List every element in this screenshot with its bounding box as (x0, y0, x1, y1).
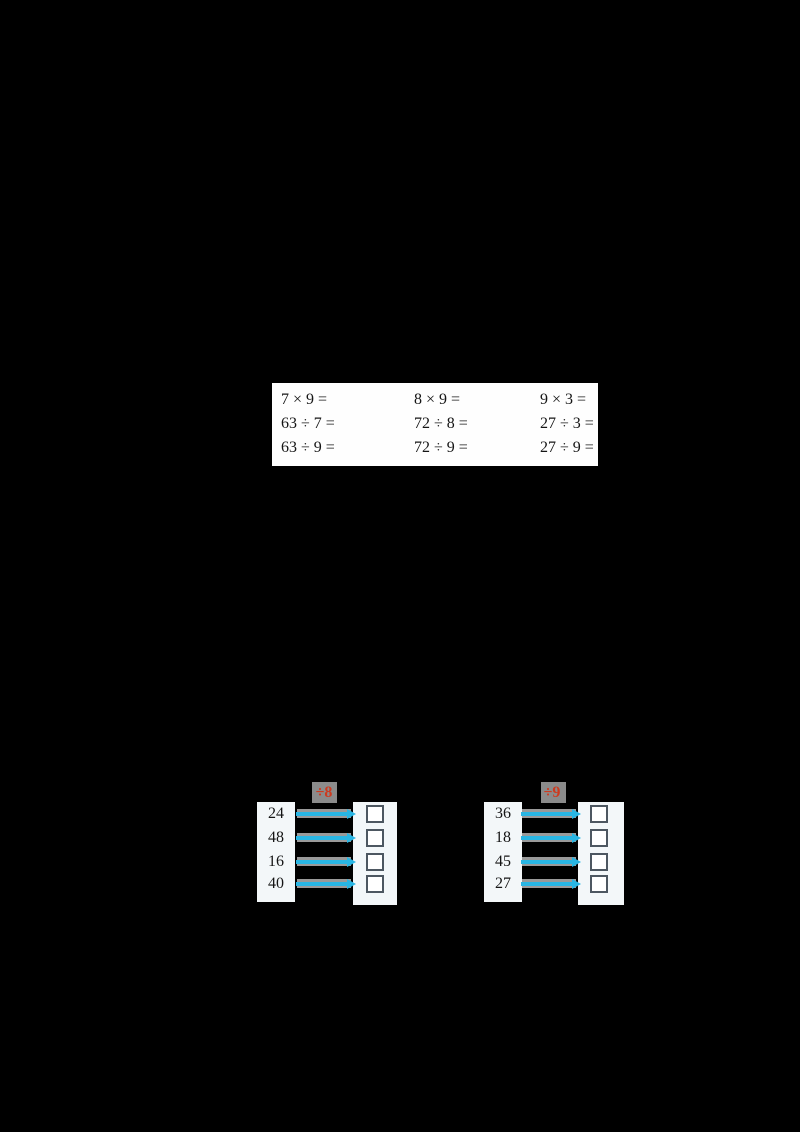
arrow-right-icon (521, 812, 572, 816)
dividend-value: 24 (268, 805, 284, 822)
arrow-head-icon (572, 879, 581, 889)
equation-panel: 7 × 9 = 63 ÷ 7 = 63 ÷ 9 = 8 × 9 = 72 ÷ 8… (272, 383, 598, 466)
dividend-value: 48 (268, 829, 284, 846)
arrow-right-icon (521, 860, 572, 864)
equation: 9 × 3 = (540, 391, 587, 408)
arrow-head-icon (347, 857, 356, 867)
match-row: 36 (477, 776, 627, 911)
match-row: 48 (250, 776, 400, 911)
match-row: 24 (250, 776, 400, 911)
match-row: 18 (477, 776, 627, 911)
equation: 72 ÷ 9 = (414, 439, 468, 456)
arrow-head-icon (347, 879, 356, 889)
arrow-right-icon (296, 860, 347, 864)
answer-box[interactable] (366, 853, 384, 871)
answer-box[interactable] (590, 853, 608, 871)
answer-box[interactable] (590, 829, 608, 847)
equation: 7 × 9 = (281, 391, 328, 408)
arrow-head-icon (572, 809, 581, 819)
match-row: 45 (477, 776, 627, 911)
equation: 27 ÷ 9 = (540, 439, 594, 456)
dividend-value: 40 (268, 875, 284, 892)
dividends-column (484, 802, 522, 902)
equation: 72 ÷ 8 = (414, 415, 468, 432)
division-matching-diagram-9: ÷9 36 18 45 27 (477, 776, 627, 911)
arrow-right-icon (296, 836, 347, 840)
arrow-head-icon (572, 857, 581, 867)
arrow-head-icon (347, 809, 356, 819)
dividend-value: 16 (268, 853, 284, 870)
divisor-label-background (312, 782, 337, 803)
dividend-value: 45 (495, 853, 511, 870)
answer-box[interactable] (366, 875, 384, 893)
equation: 63 ÷ 7 = (281, 415, 335, 432)
answer-box[interactable] (366, 829, 384, 847)
arrow-head-icon (347, 833, 356, 843)
dividend-value: 18 (495, 829, 511, 846)
arrow-right-icon (296, 882, 347, 886)
equation: 8 × 9 = (414, 391, 461, 408)
answer-box[interactable] (590, 875, 608, 893)
arrow-head-icon (572, 833, 581, 843)
arrow-right-icon (296, 812, 347, 816)
divisor-label-background (541, 782, 566, 803)
match-row: 40 (250, 776, 400, 911)
dividends-column (257, 802, 295, 902)
equation: 27 ÷ 3 = (540, 415, 594, 432)
arrow-right-icon (521, 882, 572, 886)
divisor-label: ÷9 (543, 784, 561, 801)
answer-box[interactable] (366, 805, 384, 823)
arrow-right-icon (521, 836, 572, 840)
dividend-value: 27 (495, 875, 511, 892)
answer-box[interactable] (590, 805, 608, 823)
division-matching-diagram-8: ÷8 24 48 16 40 (250, 776, 400, 911)
equation: 63 ÷ 9 = (281, 439, 335, 456)
dividend-value: 36 (495, 805, 511, 822)
divisor-label: ÷8 (315, 784, 333, 801)
match-row: 27 (477, 776, 627, 911)
match-row: 16 (250, 776, 400, 911)
